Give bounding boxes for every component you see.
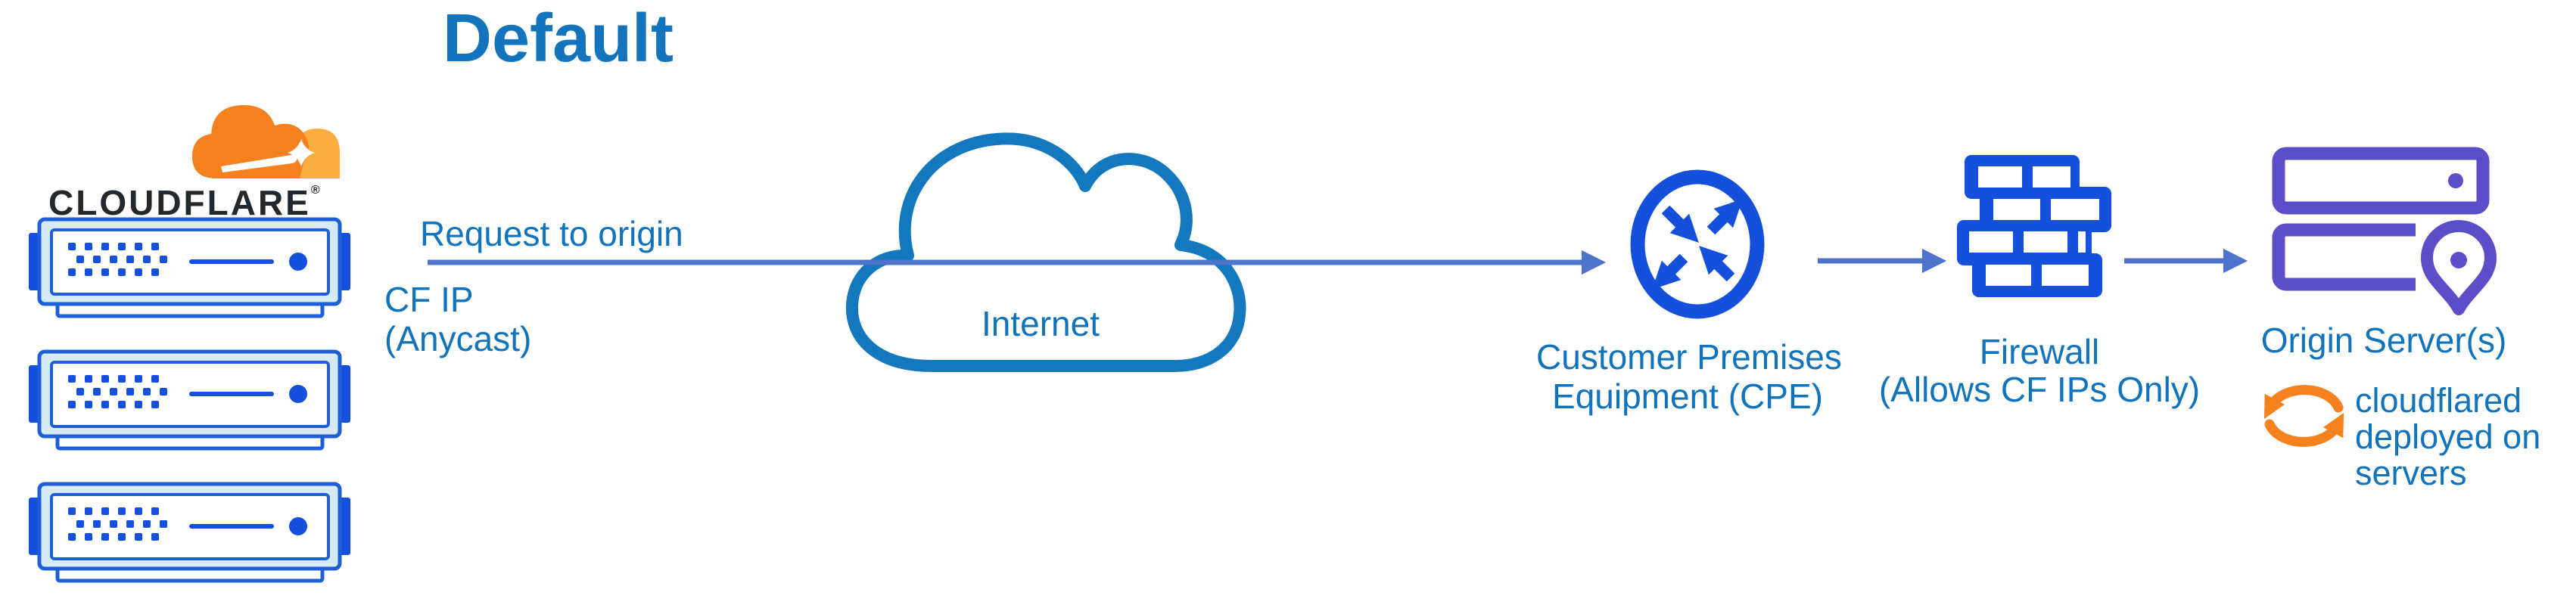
- cloudflared-sync-icon: [2263, 385, 2344, 447]
- origin-servers-icon: [2272, 147, 2497, 315]
- cf-ip-anycast-label: CF IP (Anycast): [384, 280, 531, 358]
- cf-ip-line1: CF IP: [384, 280, 474, 319]
- cloudflared-note-line3: servers: [2355, 454, 2467, 492]
- firewall-label-line2: (Allows CF IPs Only): [1878, 370, 2201, 409]
- page-title: Default: [443, 1, 674, 76]
- cloudflare-logo-icon: [192, 105, 340, 178]
- cloudflared-note-line1: cloudflared: [2355, 381, 2522, 420]
- cf-ip-line2: (Anycast): [384, 319, 532, 358]
- cloudflare-wordmark: CLOUDFLARE®: [48, 183, 320, 222]
- cpe-label-line1: Customer Premises: [1536, 337, 1842, 377]
- request-to-origin-label: Request to origin: [420, 214, 683, 253]
- cloudflared-note: cloudflared deployed on servers: [2355, 383, 2540, 492]
- firewall-icon: [1957, 155, 2111, 297]
- cpe-label-line2: Equipment (CPE): [1552, 377, 1823, 416]
- firewall-label-line1: Firewall: [1979, 332, 2100, 371]
- cpe-router-icon: [1630, 169, 1765, 319]
- edge-server-stack-icon: [29, 218, 350, 582]
- registered-mark: ®: [310, 184, 320, 197]
- internet-cloud-icon: [845, 132, 1246, 372]
- firewall-label: Firewall (Allows CF IPs Only): [1877, 333, 2202, 408]
- cpe-label: Customer Premises Equipment (CPE): [1536, 337, 1842, 416]
- origin-servers-label: Origin Server(s): [2260, 321, 2507, 360]
- cloudflare-wordmark-text: CLOUDFLARE: [48, 183, 311, 222]
- cloudflared-note-line2: deployed on: [2355, 417, 2541, 456]
- internet-label: Internet: [982, 304, 1100, 343]
